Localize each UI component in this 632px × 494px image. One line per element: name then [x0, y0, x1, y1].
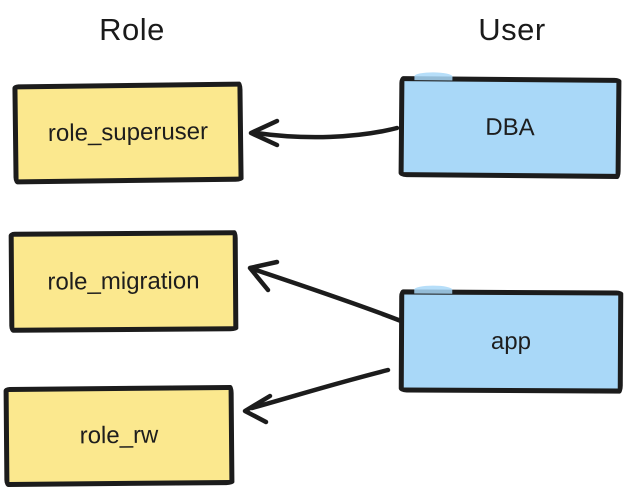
node-user-dba: DBA [398, 76, 622, 179]
edge-app-to-role-rw [242, 367, 391, 425]
node-label: app [490, 327, 532, 355]
arrowhead-icon [242, 393, 273, 425]
node-label: DBA [485, 113, 535, 141]
node-role-migration: role_migration [8, 230, 239, 333]
arrowhead-icon [247, 259, 280, 293]
column-title-user: User [478, 12, 546, 47]
node-label: role_superuser [47, 118, 209, 147]
node-role-superuser: role_superuser [12, 81, 244, 185]
edge-dba-to-role-superuser [248, 118, 400, 148]
node-label: role_migration [47, 266, 200, 296]
column-title-role: Role [99, 12, 165, 47]
node-role-rw: role_rw [3, 384, 235, 488]
arrowhead-icon [248, 118, 280, 148]
edge-app-to-role-migration [247, 259, 404, 324]
node-user-app: app [398, 289, 624, 394]
node-label: role_rw [79, 421, 159, 450]
